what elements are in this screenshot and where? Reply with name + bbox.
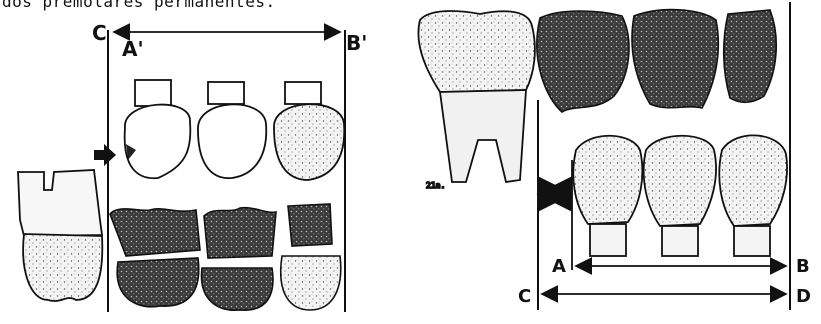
lower-molar-2 <box>201 208 276 311</box>
lower-molar-3 <box>281 204 341 310</box>
lower-premolar-2 <box>644 136 716 256</box>
deciduous-molar-isolated <box>18 170 102 301</box>
upper-premolar-2 <box>198 82 266 178</box>
label-c-right: C <box>518 286 531 307</box>
label-a-prime: A' <box>122 37 144 61</box>
lower-molar-1 <box>110 209 200 307</box>
label-b: B <box>796 256 810 277</box>
left-panel: C A' B' <box>18 21 367 312</box>
lower-premolar-1 <box>573 136 642 256</box>
upper-dark-molar-2 <box>632 10 718 108</box>
label-d: D <box>796 286 811 307</box>
lower-premolar-3 <box>719 135 787 256</box>
label-c-left: C <box>92 21 107 45</box>
upper-dark-molar-1 <box>537 11 629 112</box>
upper-premolar-1 <box>125 80 191 178</box>
upper-premolar-3 <box>274 82 344 180</box>
label-a: A <box>552 256 566 277</box>
upper-dark-molar-3 <box>724 10 777 102</box>
right-panel: 21a. <box>418 2 811 310</box>
space-arrow-left <box>94 144 116 166</box>
label-b-prime: B' <box>346 31 367 55</box>
artist-signature: 21a. <box>426 181 445 190</box>
permanent-molar: 21a. <box>418 11 534 190</box>
